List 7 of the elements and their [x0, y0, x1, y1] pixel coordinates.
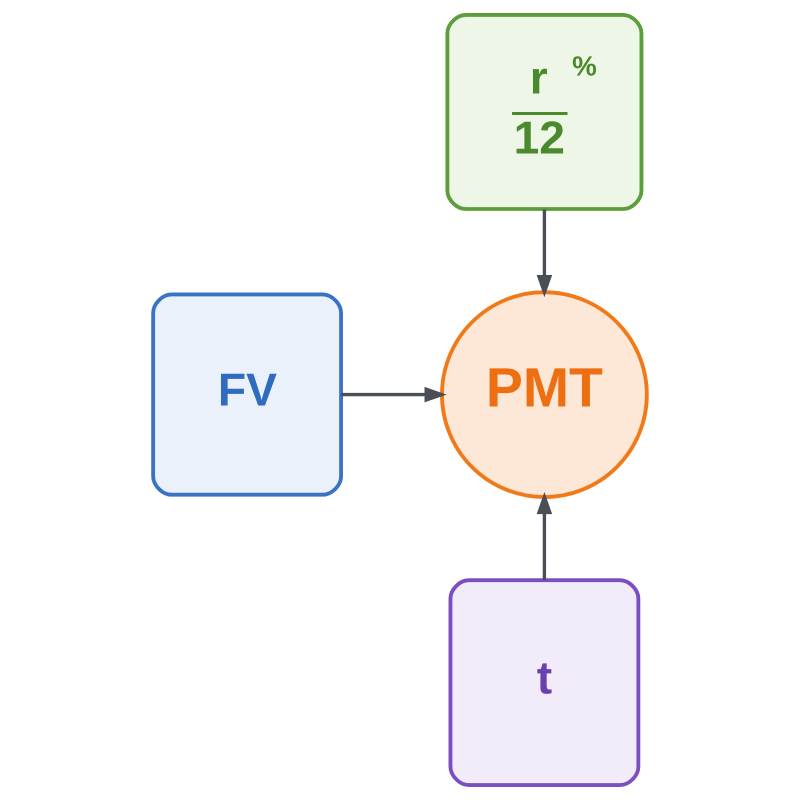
- node-box: r % 12: [445, 12, 644, 211]
- arrow: [341, 386, 447, 402]
- node-box: FV: [151, 292, 343, 497]
- arrow: [536, 209, 552, 298]
- node-box: t: [448, 578, 640, 787]
- arrow: [536, 492, 552, 580]
- node-circle: PMT: [440, 290, 649, 499]
